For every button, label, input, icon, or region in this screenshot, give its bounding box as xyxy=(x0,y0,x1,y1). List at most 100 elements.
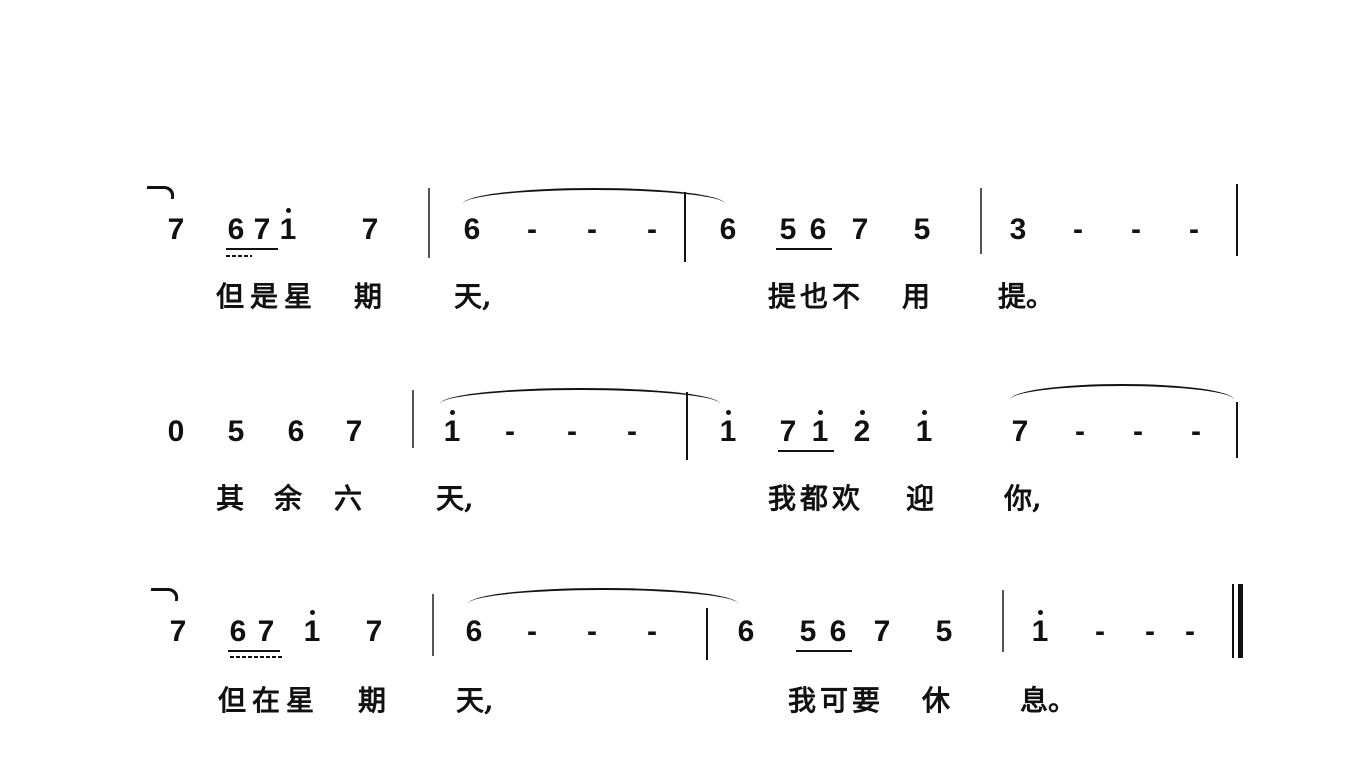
dash: - xyxy=(1189,213,1199,246)
dash: - xyxy=(647,615,657,648)
dash: - xyxy=(1185,615,1195,648)
note: 7 xyxy=(365,615,383,648)
lyric: 你, xyxy=(1004,482,1042,515)
final-barline-thin xyxy=(1232,584,1234,658)
lyric: 其 xyxy=(216,482,245,515)
lyric: 天, xyxy=(454,280,492,313)
note: 6 xyxy=(463,213,481,246)
dash: - xyxy=(647,213,657,246)
lyric: 天, xyxy=(436,482,474,515)
barline xyxy=(428,188,430,258)
barline xyxy=(1236,184,1238,256)
dash: - xyxy=(1133,415,1143,448)
barline xyxy=(684,192,686,262)
barline xyxy=(686,392,688,460)
note: 5 xyxy=(935,615,953,648)
note: 7 xyxy=(1011,415,1029,448)
barline xyxy=(980,188,982,254)
note: 6 xyxy=(227,213,245,246)
beam-underline-2 xyxy=(226,255,252,257)
octave-dot xyxy=(309,610,315,615)
tie-arc xyxy=(463,188,725,204)
dash: - xyxy=(587,615,597,648)
dash: - xyxy=(1145,615,1155,648)
beam-underline xyxy=(796,650,852,652)
lyric: 用 xyxy=(902,280,931,313)
pickup-slur-mark xyxy=(148,588,181,601)
lyric: 六 xyxy=(334,482,363,515)
dash: - xyxy=(527,213,537,246)
lyric: 期 xyxy=(354,280,383,313)
tie-arc xyxy=(1010,384,1234,400)
note-high: 1 xyxy=(435,410,469,450)
barline xyxy=(706,608,708,660)
dash: - xyxy=(1075,415,1085,448)
lyric: 期 xyxy=(358,684,387,717)
barline xyxy=(412,390,414,448)
beam-underline xyxy=(776,248,832,250)
tie-arc xyxy=(440,388,720,404)
beam-underline-2 xyxy=(230,656,282,658)
note-high: 1 xyxy=(271,208,305,248)
pickup-slur-mark xyxy=(144,186,177,199)
note: 6 xyxy=(465,615,483,648)
dash: - xyxy=(527,615,537,648)
lyric: 迎 xyxy=(906,482,935,515)
note: 7 xyxy=(257,615,275,648)
beam-underline xyxy=(226,248,278,250)
note: 7 xyxy=(345,415,363,448)
lyric: 息。 xyxy=(1020,684,1077,717)
dash: - xyxy=(567,415,577,448)
octave-dot xyxy=(449,410,455,415)
dash: - xyxy=(1095,615,1105,648)
note-high: 1 xyxy=(907,410,941,450)
note-high: 1 xyxy=(711,410,745,450)
note-high: 1 xyxy=(295,610,329,650)
note: 5 xyxy=(227,415,245,448)
octave-dot xyxy=(1037,610,1043,615)
dash: - xyxy=(505,415,515,448)
note: 5 xyxy=(799,615,817,648)
note: 7 xyxy=(779,415,797,448)
note: 6 xyxy=(229,615,247,648)
dash: - xyxy=(587,213,597,246)
note: 7 xyxy=(167,213,185,246)
dash: - xyxy=(627,415,637,448)
note: 7 xyxy=(253,213,271,246)
note: 7 xyxy=(169,615,187,648)
note: 3 xyxy=(1009,213,1027,246)
note: 7 xyxy=(361,213,379,246)
lyric: 但在星 xyxy=(218,684,321,717)
note: 0 xyxy=(167,415,185,448)
barline xyxy=(1236,402,1238,458)
octave-dot xyxy=(921,410,927,415)
note: 6 xyxy=(829,615,847,648)
dash: - xyxy=(1131,213,1141,246)
barline xyxy=(432,594,434,656)
note: 5 xyxy=(779,213,797,246)
lyric: 休 xyxy=(922,684,951,717)
octave-dot xyxy=(285,208,291,213)
octave-dot xyxy=(859,410,865,415)
lyric: 我都欢 xyxy=(768,482,865,515)
barline xyxy=(1002,590,1004,652)
lyric: 提也不 xyxy=(768,280,865,313)
octave-dot xyxy=(817,410,823,415)
note: 7 xyxy=(873,615,891,648)
note: 7 xyxy=(851,213,869,246)
lyric: 天, xyxy=(456,684,494,717)
note-high: 1 xyxy=(803,410,837,450)
lyric: 余 xyxy=(274,482,303,515)
note: 6 xyxy=(719,213,737,246)
octave-dot xyxy=(725,410,731,415)
beam-underline xyxy=(228,650,280,652)
dash: - xyxy=(1191,415,1201,448)
note: 6 xyxy=(809,213,827,246)
lyric: 我可要 xyxy=(788,684,885,717)
lyric: 提。 xyxy=(998,280,1055,313)
lyric: 但是星 xyxy=(216,280,319,313)
tie-arc xyxy=(468,588,738,604)
note-high: 2 xyxy=(845,410,879,450)
beam-underline xyxy=(778,450,834,452)
